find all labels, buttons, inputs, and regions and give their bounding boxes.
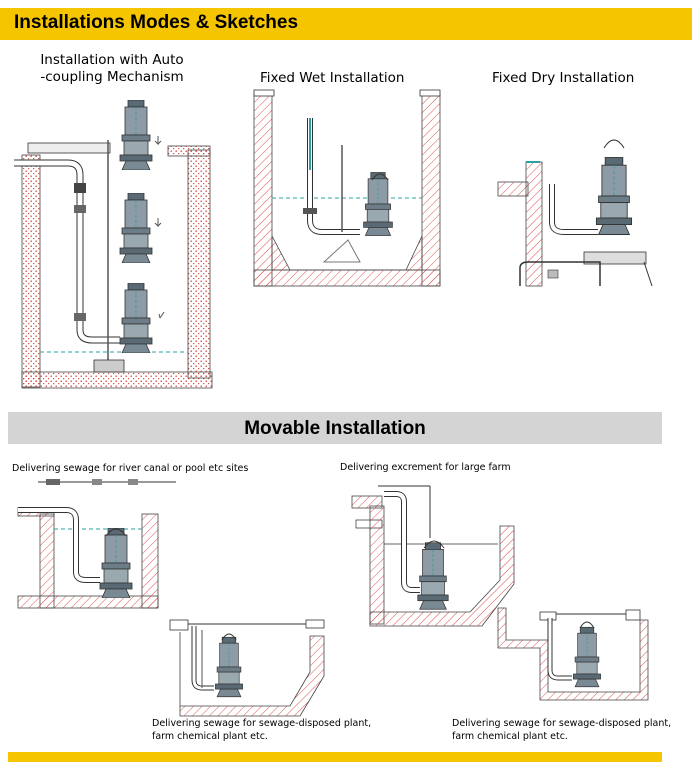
caption-auto-coupling: Installation with Auto -coupling Mechani… [22,52,202,86]
caption-plant-a-line2: farm chemical plant etc. [152,731,268,742]
caption-plant-a-line1: Delivering sewage for sewage-disposed pl… [152,718,372,729]
auto-coupling-sketch [14,100,213,389]
caption-plant-b: Delivering sewage for sewage-disposed pl… [452,717,671,743]
section-title: Movable Installation [244,418,426,439]
caption-plant-b-line1: Delivering sewage for sewage-disposed pl… [452,718,672,729]
footer-bar [8,752,662,762]
caption-river-canal: Delivering sewage for river canal or poo… [12,463,249,474]
header-bar: Installations Modes & Sketches [0,8,692,40]
caption-fixed-wet: Fixed Wet Installation [260,70,405,86]
section-bar: Movable Installation [8,412,662,444]
large-farm-sketch [351,485,515,627]
page-title: Installations Modes & Sketches [14,12,299,33]
plant-a-sketch [169,619,325,717]
caption-fixed-dry: Fixed Dry Installation [492,70,635,86]
fixed-wet-sketch [253,89,441,287]
caption-auto-coupling-line1: Installation with Auto [40,52,184,68]
caption-auto-coupling-line2: -coupling Mechanism [40,69,184,85]
river-canal-sketch [17,479,176,609]
caption-plant-b-line2: farm chemical plant etc. [452,731,568,742]
fixed-dry-sketch [497,139,653,287]
plant-b-sketch [497,607,649,701]
caption-plant-a: Delivering sewage for sewage-disposed pl… [152,717,371,743]
caption-large-farm: Delivering excrement for large farm [340,462,511,473]
